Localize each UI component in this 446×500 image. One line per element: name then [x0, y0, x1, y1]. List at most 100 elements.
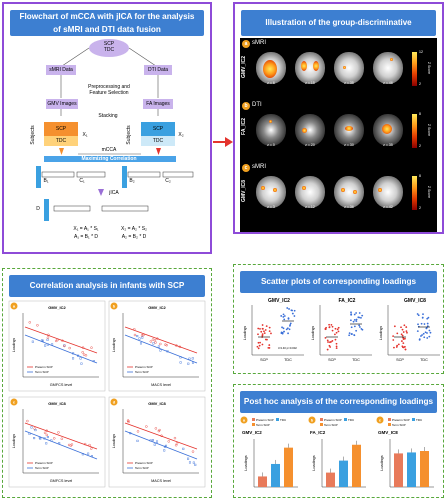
scatter-point — [401, 334, 404, 337]
correlation-title: Correlation analysis in infants with SCP — [9, 275, 205, 297]
colorbar-a — [412, 52, 417, 86]
posthoc-legend-2-2: Term SCP — [392, 423, 406, 427]
stacking-label: Stacking — [98, 113, 118, 119]
corr-point — [160, 434, 163, 437]
scatter-point — [429, 331, 432, 334]
scatter-point — [397, 343, 400, 346]
red-arrow — [213, 137, 233, 147]
zlab-c1: z = 3 — [267, 205, 275, 209]
corr-point — [182, 447, 185, 450]
corr-point — [151, 439, 154, 442]
corr-point — [50, 439, 53, 442]
corr-title-1: GMV_IC2 — [148, 305, 166, 310]
scatter-point — [327, 341, 329, 343]
scatter-point — [426, 325, 429, 328]
scatter-point — [402, 338, 405, 340]
corr-frame-3 — [108, 396, 206, 488]
scatter-point — [393, 346, 395, 349]
corr-ylabel-2: Loadings — [12, 434, 16, 448]
scatter-point — [288, 308, 290, 310]
corr-point — [72, 352, 75, 355]
scatter-point — [258, 344, 261, 347]
corr-frame-1 — [108, 300, 206, 392]
posthoc-legend-swatch-1-0 — [320, 418, 323, 421]
scatter-point — [287, 332, 289, 335]
corr-point — [36, 324, 39, 327]
corr-point — [90, 447, 93, 450]
scatter-point — [257, 341, 260, 344]
brain-slice-a1: z = 6 — [253, 50, 289, 86]
corr-point — [46, 336, 50, 339]
scatter-point — [328, 323, 330, 326]
corr-point — [77, 354, 80, 357]
scatter-point — [267, 346, 270, 349]
posthoc-legend-1-0: Preterm SCP — [324, 418, 342, 422]
scatter-point — [287, 317, 290, 320]
posthoc-title-0: GMV_IC2 — [242, 430, 262, 435]
posthoc-bar-0-2 — [284, 447, 293, 487]
scatter-point — [426, 337, 429, 339]
scatter-xtick-0-1: TDC — [284, 358, 292, 362]
corr-point — [41, 339, 44, 342]
preprocessing-label: Preprocessing and Feature Selection — [88, 84, 130, 96]
scatter-point — [402, 331, 405, 333]
illustration-panel: Illustration of the group-discriminative… — [233, 2, 444, 234]
posthoc-bar-1-2 — [352, 444, 361, 487]
corr-point — [31, 340, 34, 343]
c2-label: C₂ — [165, 178, 171, 184]
zlab-c2: z = 12 — [305, 205, 315, 209]
corr-point — [191, 450, 195, 453]
brain-slice-c2: z = 12 — [292, 174, 328, 210]
corr-point — [145, 425, 148, 428]
scatter-point — [350, 333, 353, 335]
scatter-point — [335, 347, 338, 350]
correlation-panel: Correlation analysis in infants with SCP… — [2, 268, 212, 498]
scatter-point — [261, 327, 264, 330]
corr-point — [68, 346, 71, 350]
corr-point — [165, 444, 168, 447]
posthoc-legend-swatch-1-2 — [320, 423, 323, 426]
scatter-point — [355, 320, 358, 322]
zlab-c4: z = 42 — [383, 205, 393, 209]
scatter-point — [403, 345, 406, 348]
scatter-point — [421, 316, 424, 319]
scatter-point — [286, 327, 289, 330]
colorbar-b — [412, 114, 417, 148]
corr-legend-1-3: Term SCP — [135, 466, 149, 470]
scatter-point — [393, 325, 396, 328]
scatter-point — [334, 338, 337, 341]
scatter-point — [420, 335, 422, 337]
posthoc-bar-2-2 — [420, 451, 429, 487]
scatter-title: Scatter plots of corresponding loadings — [240, 271, 437, 293]
posthoc-legend-swatch-2-1 — [412, 418, 415, 421]
max-corr-label: Maximizing Correlation — [81, 156, 137, 162]
scatter-point — [417, 323, 419, 326]
scatter-title-1: FA_IC2 — [339, 298, 356, 304]
scatter-point — [259, 327, 261, 330]
scatter-point — [268, 344, 271, 346]
scatter-point — [261, 343, 264, 346]
mcca-label: mCCA — [101, 147, 117, 153]
scatter-point — [331, 340, 334, 342]
corr-point — [179, 356, 182, 359]
scatter-point — [326, 339, 329, 342]
brain-figure: a sMRI GMV_IC2 z = 6 z = 15 z = 35 z = 4… — [240, 38, 437, 232]
scatter-point — [283, 315, 286, 317]
brain-slice-c3: z = 36 — [331, 174, 367, 210]
cmin-b: 2 — [419, 144, 421, 148]
scatter-point — [256, 345, 259, 348]
scatter-point — [352, 320, 355, 323]
scatter-point — [330, 340, 332, 343]
d-label: D — [36, 206, 40, 212]
scatter-point — [261, 324, 264, 326]
scatter-point — [289, 322, 292, 325]
scatter-point — [428, 329, 431, 332]
corr-point — [149, 439, 152, 442]
corr-point — [80, 362, 83, 365]
x1-label: X₁ — [82, 132, 88, 138]
corr-point — [53, 437, 56, 440]
corr-point — [163, 449, 166, 452]
corr-point — [133, 333, 137, 337]
